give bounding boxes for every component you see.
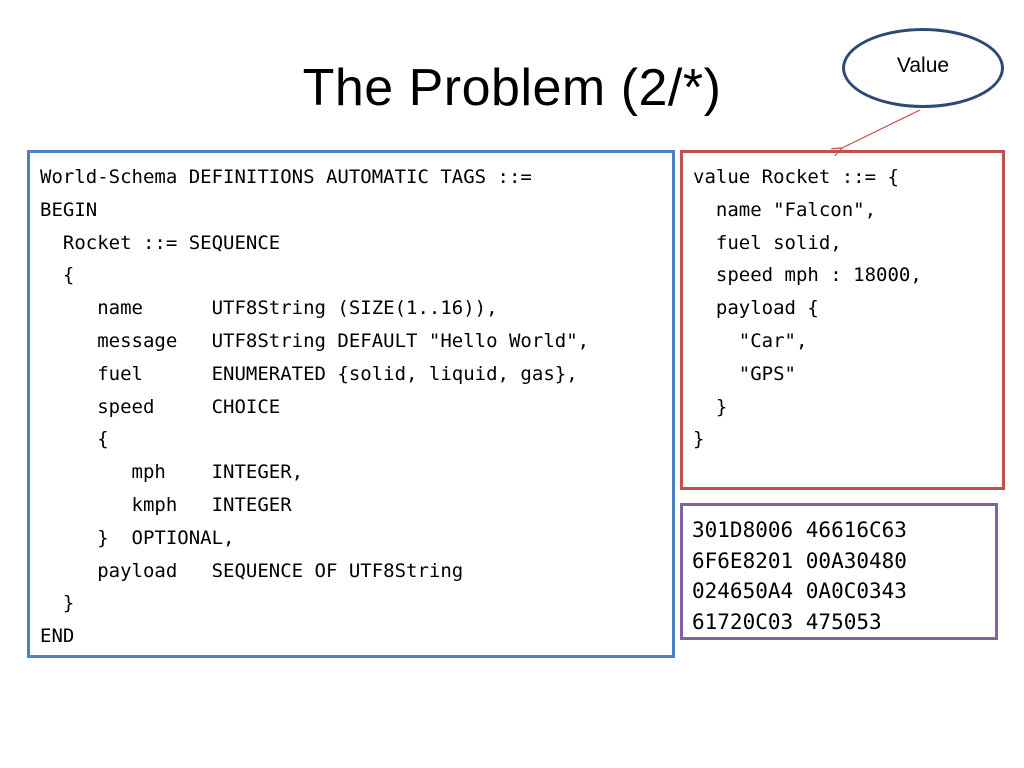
value-box: value Rocket ::= { name "Falcon", fuel s… xyxy=(680,150,1005,490)
encoding-hex: 301D8006 46616C63 6F6E8201 00A30480 0246… xyxy=(692,518,907,634)
schema-code: World-Schema DEFINITIONS AUTOMATIC TAGS … xyxy=(40,166,590,648)
value-code: value Rocket ::= { name "Falcon", fuel s… xyxy=(693,166,922,451)
schema-box: World-Schema DEFINITIONS AUTOMATIC TAGS … xyxy=(27,150,675,658)
callout-label: Value xyxy=(896,54,950,77)
callout-arrow-line xyxy=(842,109,921,148)
value-callout: Value xyxy=(842,28,1004,108)
slide-title: The Problem (2/*) xyxy=(302,59,722,117)
encoding-box: 301D8006 46616C63 6F6E8201 00A30480 0246… xyxy=(680,503,998,640)
